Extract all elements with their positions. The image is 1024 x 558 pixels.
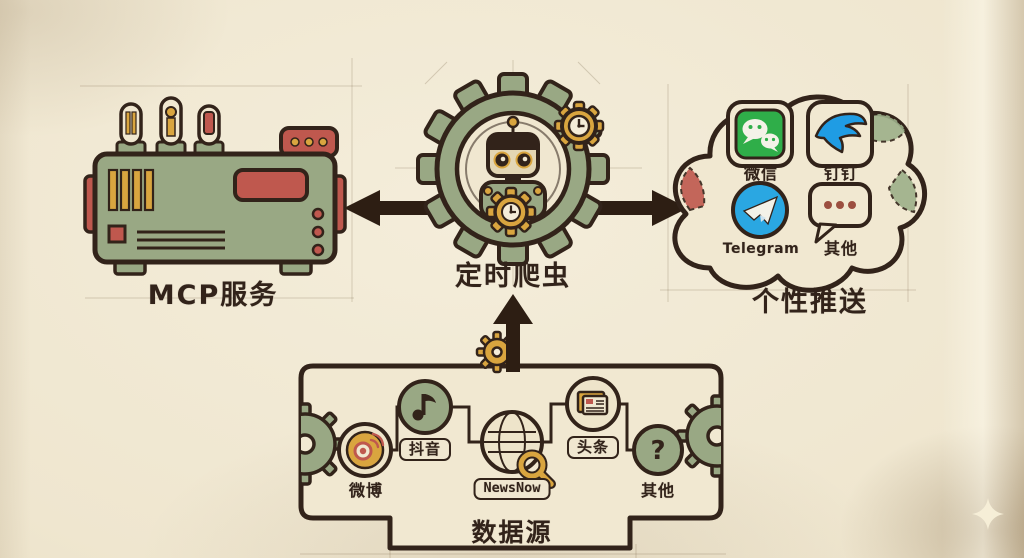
channel-other-label: 其他 (823, 239, 859, 258)
banner-right-gear (675, 394, 721, 478)
personal-push-label: 个性推送 (752, 287, 868, 318)
cloud-green-patch-right (887, 168, 918, 214)
cloud-green-patch-top (862, 113, 908, 143)
channel-wechat-label: 微信 (743, 164, 779, 183)
chat-dots-icon (808, 182, 872, 244)
toutiao-news-icon (565, 376, 621, 432)
channel-telegram-label: Telegram (722, 241, 800, 257)
mcp-service-label: MCP服务 (147, 280, 279, 311)
sparkle-icon (972, 498, 1004, 530)
data-sources-label: 数据源 (471, 518, 553, 547)
belly-clock-gear-icon (485, 186, 537, 238)
wechat-tile (726, 100, 794, 168)
telegram-icon (731, 181, 789, 239)
source-douyin-label: 抖音 (398, 438, 452, 462)
machine-body (92, 151, 338, 265)
push-cloud-illustration (672, 94, 928, 293)
data-sources-banner-illustration: ? (298, 363, 724, 551)
crawler-gear-robot-illustration (416, 72, 610, 266)
source-weibo-label: 微博 (348, 481, 384, 500)
sources-crawler-arrow (493, 294, 533, 372)
top-clock-gear-icon (553, 100, 605, 152)
source-newsnow-label: NewsNow (473, 478, 551, 500)
vacuum-tubes (115, 96, 225, 158)
weibo-icon (337, 422, 393, 478)
mcp-machine-illustration (83, 96, 347, 276)
question-icon: ? (632, 424, 684, 476)
cloud-red-patch (680, 166, 706, 212)
source-other-label: 其他 (640, 481, 676, 500)
machine-top-module (279, 126, 339, 158)
dingtalk-tile (806, 100, 874, 168)
scheduled-crawler-label: 定时爬虫 (455, 261, 571, 292)
wechat-icon (734, 108, 786, 160)
channel-dingtalk-label: 钉钉 (823, 164, 859, 183)
douyin-icon (397, 379, 453, 435)
svg-text:?: ? (650, 436, 665, 466)
source-toutiao-label: 头条 (566, 436, 620, 460)
dingtalk-icon (814, 112, 868, 154)
